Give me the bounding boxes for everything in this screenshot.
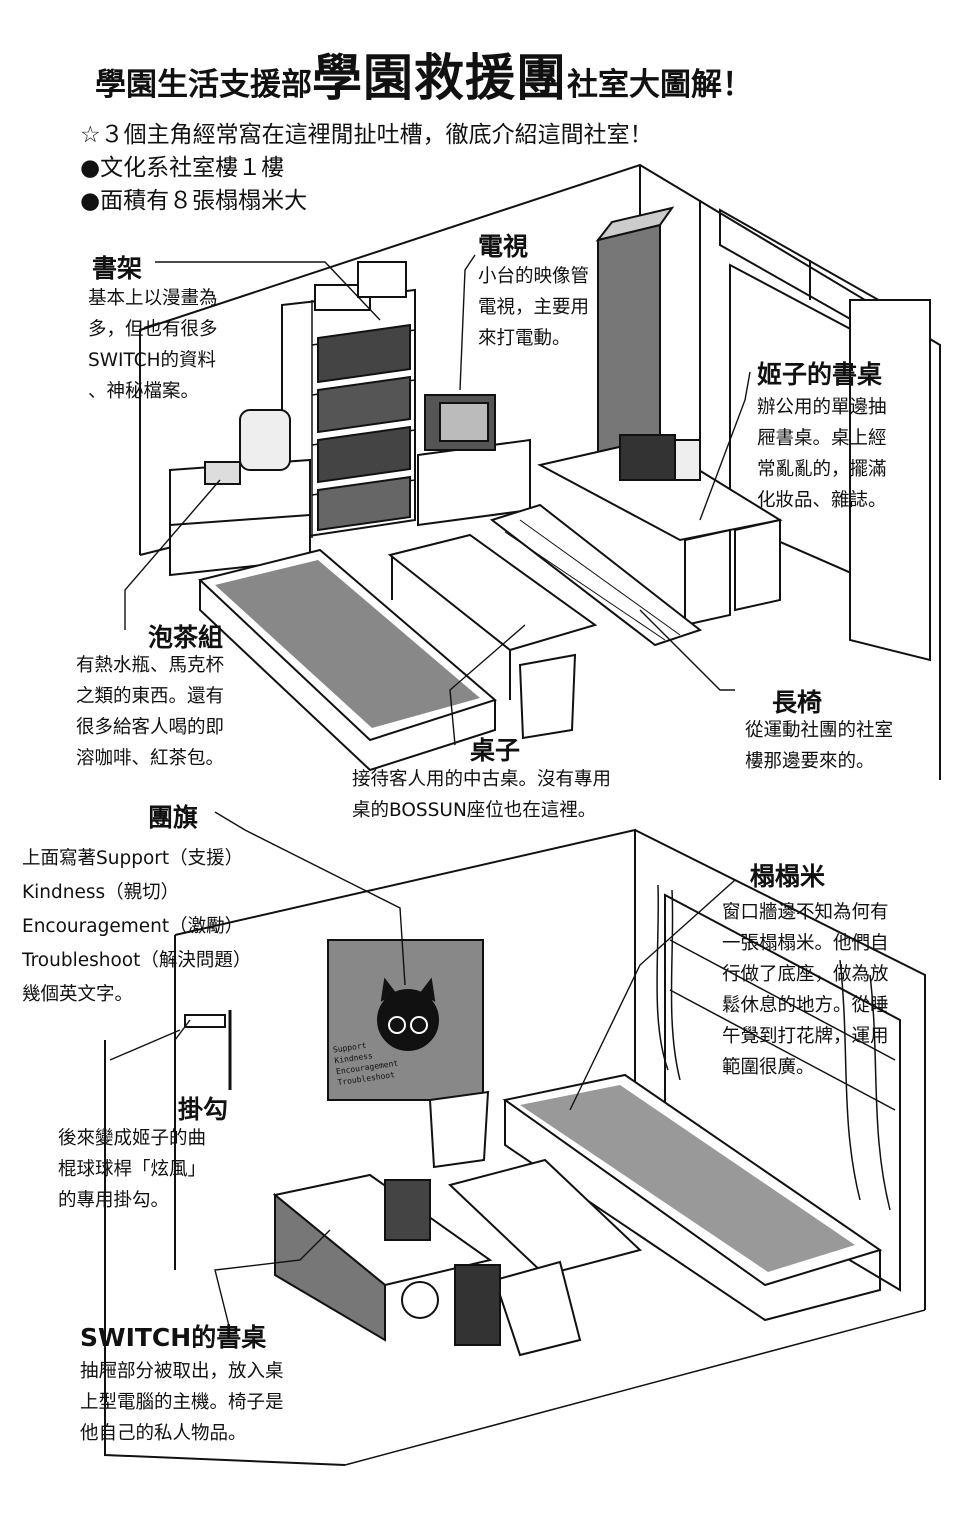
bookshelf-text: 基本上以漫畫為 多，但也有很多 SWITCH的資料 、神秘檔案。	[88, 288, 218, 402]
hook-text: 後來變成姬子的曲 棍球球桿「炫風」 的專用掛勾。	[58, 1128, 207, 1211]
tea-set-text: 有熱水瓶、馬克杯 之類的東西。還有 很多給客人喝的即 溶咖啡、紅茶包。	[76, 655, 225, 769]
tatami-label: 榻榻米	[750, 862, 826, 891]
top-room	[139, 163, 941, 780]
flag-label: 團旗	[148, 803, 199, 832]
locker	[597, 223, 661, 462]
table-shape	[387, 533, 598, 652]
bottom-room	[104, 828, 926, 1466]
himeko-desk-text: 辦公用的單邊抽 屜書桌。桌上經 常亂亂的，擺滿 化妝品、雜誌。	[757, 397, 887, 511]
tatami-text: 窗口牆邊不知為何有 一張榻榻米。他們自 行做了底座，做為放 鬆休息的地方。從睡 …	[722, 902, 889, 1078]
bookshelf-label: 書架	[92, 254, 143, 283]
leader-lines	[109, 254, 751, 1331]
hook-label: 掛勾	[178, 1095, 229, 1124]
tea-set-label: 泡茶組	[148, 623, 224, 652]
table-text: 接待客人用的中古桌。沒有專用 桌的BOSSUN座位也在這裡。	[352, 769, 612, 821]
intro-line-1: ☆３個主角經常窩在這裡閒扯吐槽，徹底介紹這間社室！	[80, 122, 653, 148]
bench-label: 長椅	[772, 688, 823, 717]
tv-label: 電視	[478, 232, 529, 261]
table-label: 桌子	[470, 736, 521, 765]
intro-line-2: ●文化系社室樓１樓	[80, 155, 285, 181]
title-main: 學園救援團	[312, 49, 567, 107]
tv-text: 小台的映像管 電視，主要用 來打電動。	[478, 266, 590, 349]
intro-line-3: ●面積有８張榻榻米大	[80, 188, 308, 214]
page-title: 學園生活支援部學園救援團社室大圖解！	[95, 38, 955, 110]
switch-desk-label: SWITCH的書桌	[80, 1323, 267, 1352]
bench-text: 從運動社團的社室 樓那邊要來的。	[745, 720, 894, 772]
flag-text: 上面寫著Support（支援） Kindness（親切） Encourageme…	[22, 848, 252, 1005]
switch-desk-text: 抽屜部分被取出，放入桌 上型電腦的主機。椅子是 他自己的私人物品。	[80, 1361, 284, 1444]
title-prefix: 學園生活支援部	[95, 67, 312, 103]
title-suffix: 社室大圖解！	[567, 67, 753, 103]
flag-words: Support Kindness Encouragement Troublesh…	[332, 1036, 400, 1088]
himeko-desk-label: 姬子的書桌	[757, 360, 883, 389]
